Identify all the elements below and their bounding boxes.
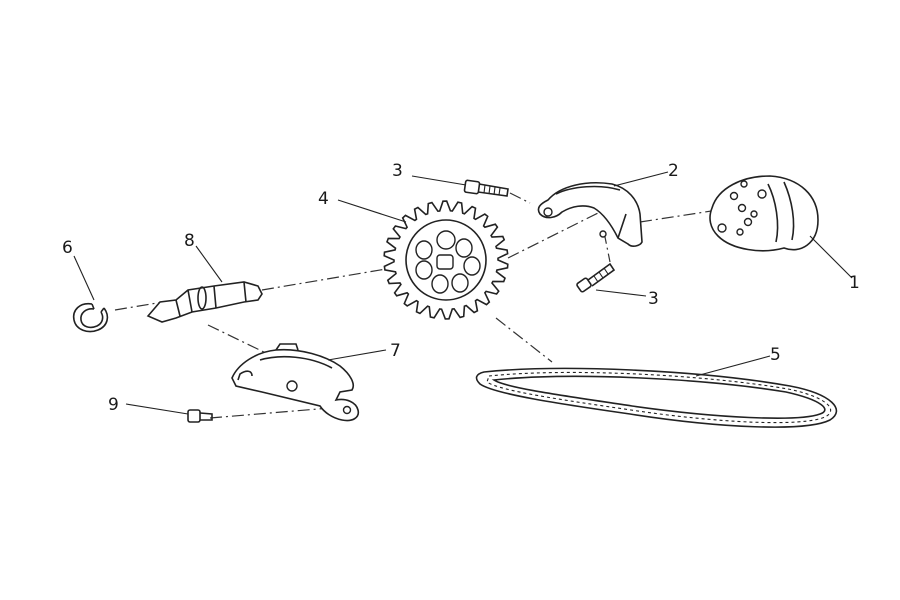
callout-9: 9 (108, 395, 119, 415)
part-2-upper-guide (537, 181, 643, 247)
callout-6: 6 (62, 238, 73, 258)
part-1-cover (709, 175, 819, 252)
callout-8: 8 (184, 231, 195, 251)
part-6-circlip (72, 302, 109, 333)
callout-3-top: 3 (392, 161, 403, 181)
part-9-bolt (187, 409, 213, 423)
callout-7: 7 (390, 341, 401, 361)
part-5-drive-chain (475, 367, 838, 428)
leader-lines (73, 171, 853, 415)
callout-5: 5 (770, 345, 781, 365)
part-4-sprocket (383, 200, 509, 320)
callout-3-bottom: 3 (648, 289, 659, 309)
part-7-lower-guide (231, 343, 360, 422)
part-3-bolt-top (463, 179, 509, 197)
part-8-shaft (146, 281, 263, 323)
part-3-bolt-bottom (576, 262, 616, 293)
callout-2: 2 (668, 161, 679, 181)
callout-1: 1 (849, 273, 860, 293)
callout-labels: 1 2 3 3 4 5 6 7 8 9 (62, 161, 860, 415)
callout-4: 4 (318, 189, 329, 209)
